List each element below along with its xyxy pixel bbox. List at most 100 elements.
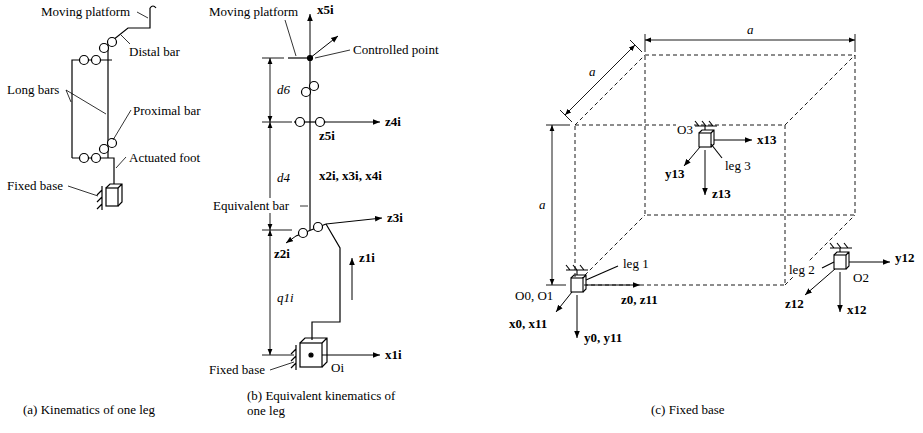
- leg-sketch: [80, 154, 89, 163]
- leg-base: [834, 255, 846, 269]
- part-label: O2: [852, 270, 870, 285]
- caption: (c) Fixed base: [650, 402, 726, 417]
- axis-label: x1i: [384, 347, 403, 362]
- equivalent-leg: [316, 118, 325, 127]
- leg-sketch: [106, 184, 122, 206]
- equivalent-leg: [299, 229, 308, 238]
- axis-label: z1i: [358, 250, 376, 265]
- leader-line: [68, 186, 98, 196]
- cube-outline: [575, 125, 785, 285]
- leg-base: [711, 144, 722, 158]
- axis-arrow: [326, 218, 382, 224]
- dimension-line: [645, 40, 855, 41]
- leader-line: [270, 20, 350, 370]
- part-label: Long bars: [6, 82, 60, 97]
- leg-sketch: [100, 44, 109, 53]
- leg-base: [586, 266, 618, 280]
- equivalent-leg: [310, 82, 319, 91]
- dimension-line: [565, 45, 635, 115]
- dimension-line: [546, 125, 570, 285]
- axis-label: z3i: [386, 210, 404, 225]
- axis-label: y12: [894, 250, 916, 265]
- equivalent-leg: [300, 343, 322, 367]
- leader-line: [121, 35, 130, 44]
- part-label: O0, O1: [514, 288, 554, 303]
- equivalent-leg: [288, 57, 310, 58]
- part-label: leg 2: [788, 262, 816, 277]
- axis-label: z12: [784, 296, 805, 311]
- leader-line: [285, 20, 296, 56]
- dimension-label: a: [588, 64, 597, 79]
- leg-sketch: [97, 186, 102, 210]
- axis-arrow: [684, 147, 700, 166]
- leader-line: [270, 362, 294, 370]
- leg-base: [571, 275, 586, 292]
- leg-sketch: [108, 139, 117, 148]
- part-label: leg 3: [724, 158, 752, 173]
- part-label: Distal bar: [128, 44, 181, 59]
- axis-arrow: [714, 140, 752, 141]
- part-label: Controlled point: [352, 42, 440, 57]
- axis-arrow: [577, 295, 578, 338]
- axis-label: y13: [664, 166, 686, 181]
- leg-base: [822, 262, 834, 268]
- axis-arrow: [310, 36, 338, 58]
- leader-line: [137, 12, 148, 18]
- equivalent-leg: [302, 88, 311, 97]
- axis-label: x2i, x3i, x4i: [318, 168, 383, 183]
- axis-label: z13: [711, 186, 732, 201]
- part-label: Actuated foot: [128, 150, 201, 165]
- leg-base: [571, 278, 583, 292]
- cube-outline: [575, 55, 855, 285]
- equivalent-leg: [288, 56, 340, 371]
- part-label: Moving platform: [208, 4, 299, 19]
- axis-label: x13: [756, 132, 778, 147]
- part-label: leg 1: [622, 256, 650, 271]
- part-label: Equivalent bar: [212, 198, 290, 213]
- axis-label: z4i: [384, 114, 402, 129]
- leg-sketch: [72, 60, 112, 158]
- axis-arrow: [322, 355, 380, 356]
- leg-sketch: [150, 6, 156, 8]
- leg-base: [699, 133, 711, 147]
- axis-arrow: [286, 14, 382, 355]
- leg-sketch: [108, 38, 117, 47]
- axis-label: z0, z11: [620, 292, 659, 307]
- axis-arrow: [705, 150, 706, 195]
- dimension-label: d6: [276, 82, 291, 97]
- axis-label: x0, x11: [508, 316, 548, 331]
- leg-sketch: [92, 56, 101, 65]
- dimension-label: a: [538, 197, 547, 212]
- axis-arrow: [286, 236, 296, 243]
- cube-outline: [575, 55, 855, 285]
- equivalent-leg: [314, 223, 323, 232]
- equivalent-leg: [296, 118, 305, 127]
- leg-base: [830, 243, 852, 252]
- equivalent-leg: [309, 122, 310, 230]
- axis-label: z5i: [318, 128, 336, 143]
- dimension-line: [560, 40, 642, 122]
- equivalent-leg: [312, 224, 340, 340]
- leg-base: [566, 265, 588, 275]
- dimension-line: [546, 34, 855, 285]
- leader-line: [113, 110, 131, 140]
- axis-label: z2i: [273, 246, 291, 261]
- caption: (b) Equivalent kinematics of one leg: [246, 388, 398, 418]
- equivalent-leg: [300, 338, 327, 367]
- leader-line: [300, 206, 308, 207]
- axis-arrow: [586, 285, 640, 286]
- dimension-label: q1i: [276, 290, 295, 305]
- equivalent-leg: [309, 353, 313, 357]
- cube-outline: [645, 55, 855, 215]
- caption: (a) Kinematics of one leg: [22, 402, 156, 417]
- leg-sketch: [100, 145, 109, 154]
- axis-arrow: [840, 272, 841, 312]
- dimension-label: d4: [276, 170, 291, 185]
- part-label: Moving platform: [40, 4, 131, 19]
- axis-arrow: [352, 258, 353, 300]
- leg-base: [566, 121, 852, 292]
- leg-base: [834, 252, 849, 269]
- axis-label: x12: [846, 302, 868, 317]
